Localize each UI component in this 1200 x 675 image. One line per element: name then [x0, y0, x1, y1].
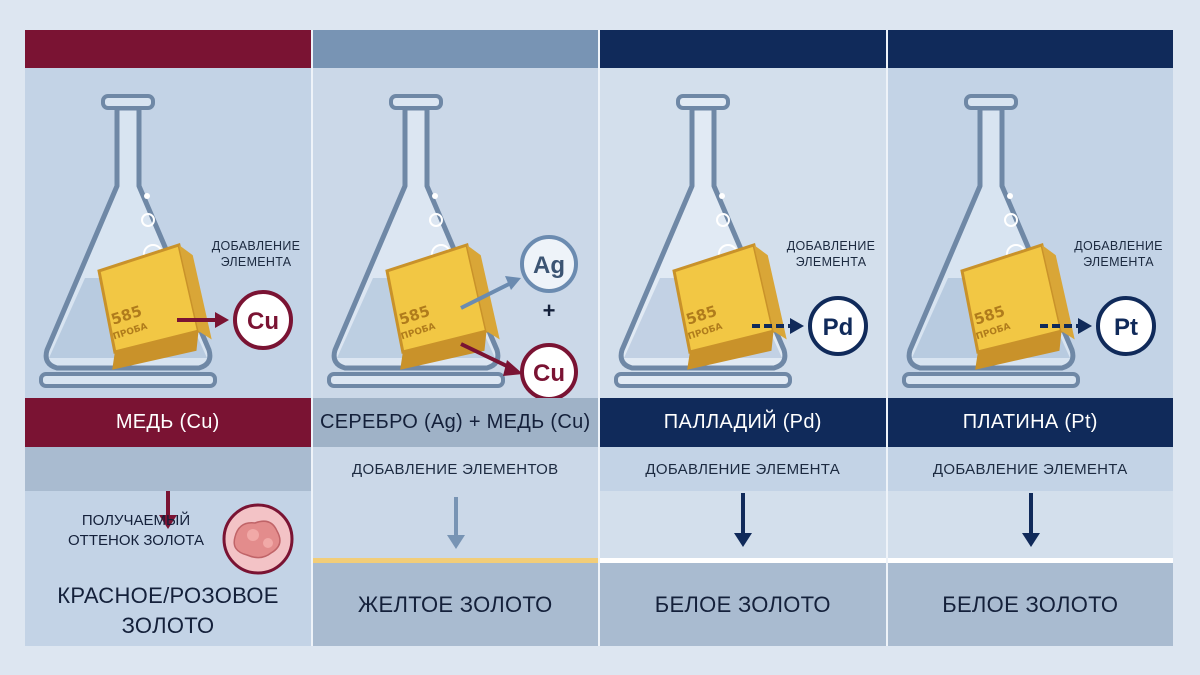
column-header-band [312, 30, 598, 68]
column-title: ПЛАТИНА (Pt) [887, 398, 1173, 447]
element-badge-cu [233, 290, 293, 350]
element-badge-pt [1095, 296, 1156, 356]
result-label: БЕЛОЕ ЗОЛОТО [887, 563, 1173, 646]
element-badge-ag [519, 235, 578, 293]
column-header-band [600, 30, 886, 68]
column-subtitle: ДОБАВЛЕНИЕ ЭЛЕМЕНТОВ [312, 447, 598, 491]
arrow-area [600, 491, 886, 558]
element-symbol: Ag [533, 252, 565, 279]
flask-illustration: 585 ПРОБА Pt [901, 94, 1156, 388]
flask-illustration: 585 ПРОБА Ag + Cu [326, 94, 578, 398]
element-symbol: Cu [247, 308, 279, 335]
color-separator [312, 558, 598, 563]
element-symbol: Cu [533, 360, 565, 387]
gold-bar-icon [97, 243, 212, 370]
element-badge-cu [519, 343, 578, 398]
element-symbol: Pt [1114, 314, 1138, 341]
gold-bar-icon [672, 243, 787, 370]
result-label: КРАСНОЕ/РОЗОВОЕ ЗОЛОТО [57, 582, 279, 638]
arrow-area [887, 491, 1173, 558]
column-header-band [887, 30, 1173, 68]
flask-panel: 585 ПРОБА Ag + Cu [312, 68, 598, 398]
column-title: СЕРЕБРО (Ag) + МЕДЬ (Cu) [312, 398, 598, 447]
column-title: ПАЛЛАДИЙ (Pd) [600, 398, 886, 447]
result-area: ПОЛУЧАЕМЫЙ ОТТЕНОК ЗОЛОТА [25, 491, 311, 646]
result-label: ЖЕЛТОЕ ЗОЛОТО [312, 563, 598, 646]
gold-bar-icon [959, 243, 1075, 370]
column-subtitle: ДОБАВЛЕНИЕ ЭЛЕМЕНТА [600, 447, 886, 491]
down-arrow [159, 491, 294, 575]
column-header-band [25, 30, 311, 68]
down-arrow [1021, 493, 1040, 547]
down-arrow [734, 493, 752, 547]
flask-illustration: 585 ПРОБА Cu [39, 94, 293, 388]
rose-gold-nugget-icon [222, 503, 294, 575]
flask-illustration: 585 ПРОБА Pd [614, 94, 868, 388]
element-symbol: Pd [823, 314, 854, 341]
color-separator [600, 558, 886, 563]
element-badge-pd [808, 296, 868, 356]
column-silver-copper: 585 ПРОБА Ag + Cu СЕРЕБРО (Ag) + МЕДЬ (C… [312, 30, 598, 646]
column-subtitle: ДОБАВЛЕНИЕ ЭЛЕМЕНТА [887, 447, 1173, 491]
arrow-area [312, 491, 598, 558]
shade-label: ПОЛУЧАЕМЫЙ ОТТЕНОК ЗОЛОТА [68, 512, 204, 549]
gold-bar-icon [384, 243, 500, 370]
result-label: БЕЛОЕ ЗОЛОТО [600, 563, 886, 646]
down-arrow [446, 497, 465, 549]
column-subtitle-band [25, 447, 311, 491]
plus-sign: + [542, 298, 555, 323]
color-separator [887, 558, 1173, 563]
column-title: МЕДЬ (Cu) [25, 398, 311, 447]
